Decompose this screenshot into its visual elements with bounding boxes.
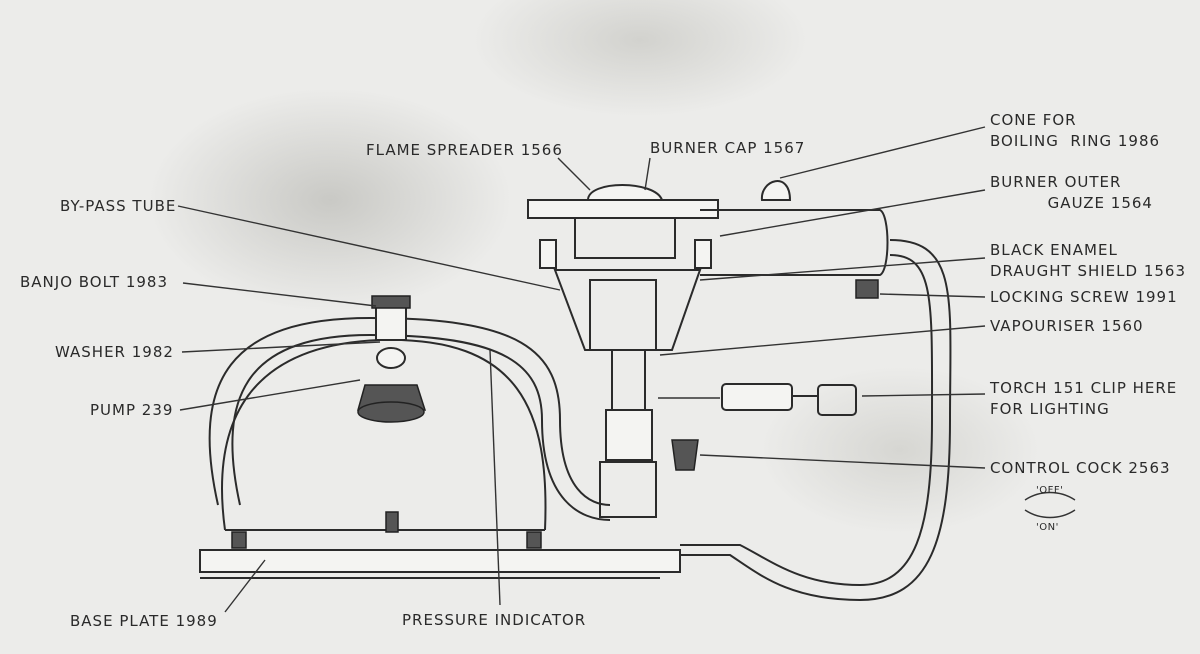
fuel-pipe <box>208 316 611 521</box>
label-off: 'OFF' <box>1036 485 1064 496</box>
torch <box>721 383 857 416</box>
base-plate <box>199 549 681 579</box>
label-bypass-tube: BY-PASS TUBE <box>60 197 177 215</box>
label-locking-screw: LOCKING SCREW 1991 <box>990 288 1178 306</box>
label-burner-cap: BURNER CAP 1567 <box>650 139 806 157</box>
label-pressure-indicator: PRESSURE INDICATOR <box>402 611 587 629</box>
label-pump: PUMP 239 <box>90 401 174 419</box>
label-base-plate: BASE PLATE 1989 <box>70 612 218 630</box>
label-black-enamel-draught-shield: BLACK ENAMEL DRAUGHT SHIELD 1563 <box>990 241 1186 280</box>
label-washer: WASHER 1982 <box>55 343 174 361</box>
label-torch: TORCH 151 CLIP HERE FOR LIGHTING <box>990 379 1178 418</box>
pump <box>357 295 427 423</box>
burner-shelf <box>680 180 952 602</box>
off-on-arrows <box>1024 491 1076 519</box>
leader-lines <box>177 126 986 613</box>
label-flame-spreader: FLAME SPREADER 1566 <box>366 141 563 159</box>
label-burner-outer-gauze: BURNER OUTER GAUZE 1564 <box>990 173 1153 212</box>
label-cone-for-boiling-ring: CONE FOR BOILING RING 1986 <box>990 111 1161 150</box>
burner-assembly <box>527 184 719 518</box>
label-vapouriser: VAPOURISER 1560 <box>990 317 1144 335</box>
label-on: 'ON' <box>1036 522 1059 533</box>
label-banjo-bolt: BANJO BOLT 1983 <box>20 273 169 291</box>
label-control-cock: CONTROL COCK 2563 <box>990 459 1171 477</box>
